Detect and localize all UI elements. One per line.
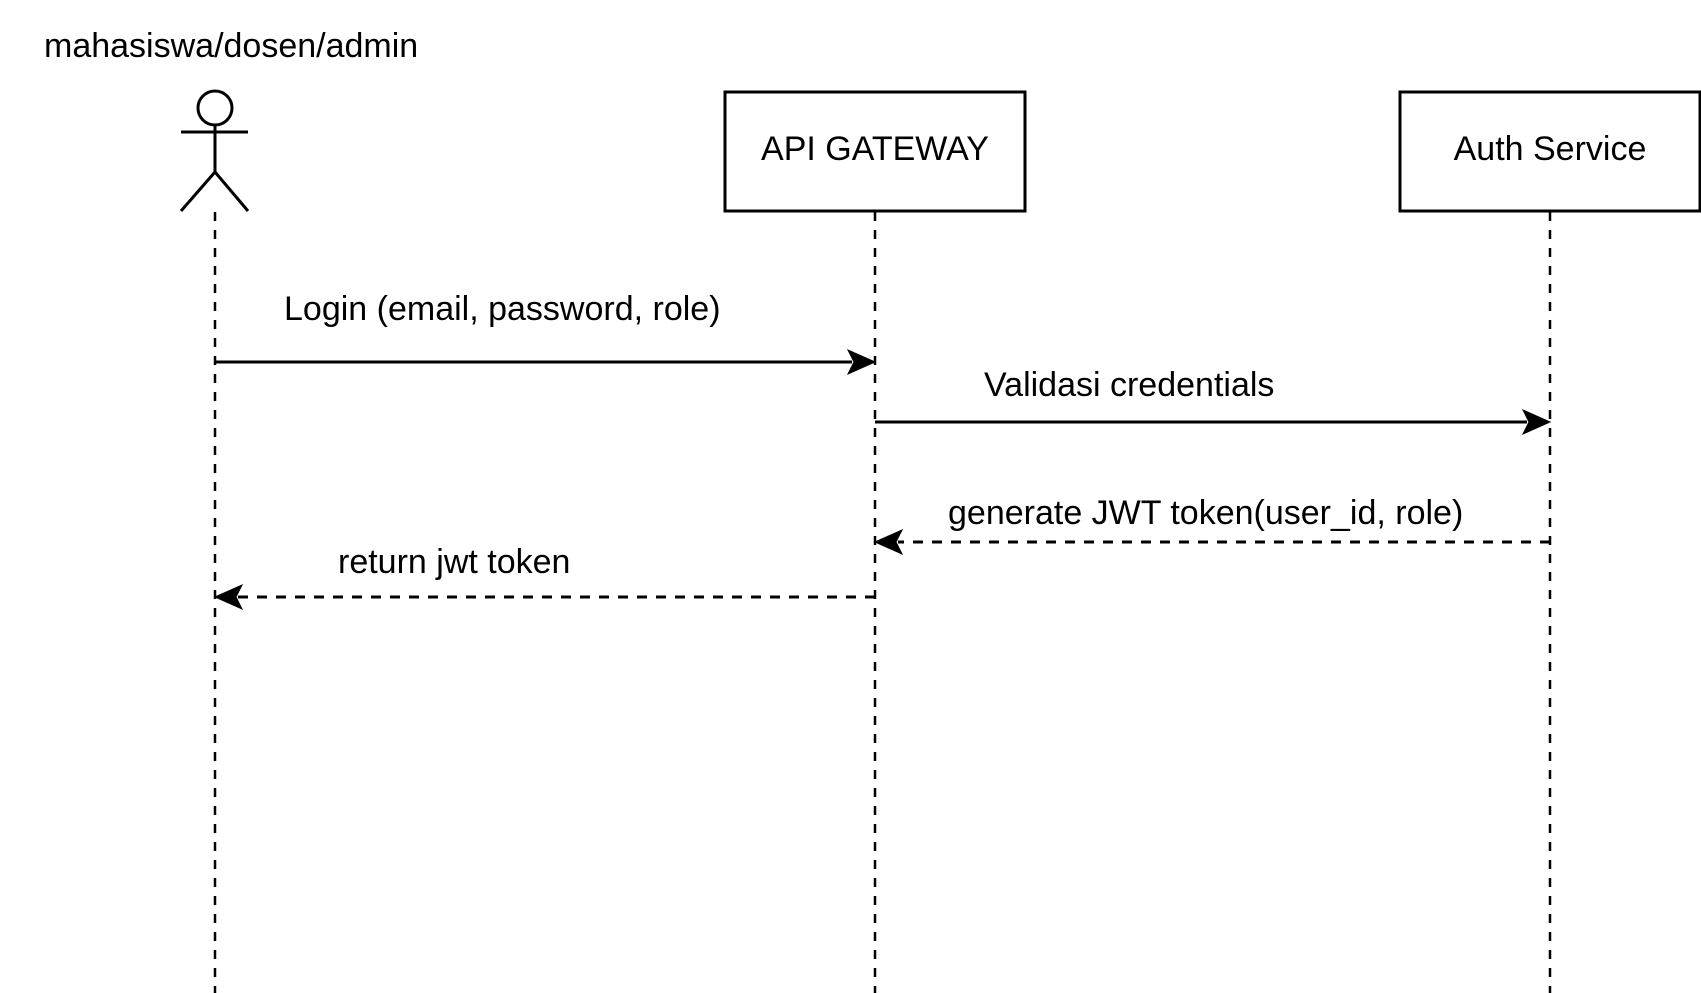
arrowhead-icon — [1521, 408, 1552, 436]
actor-label: mahasiswa/dosen/admin — [44, 27, 418, 65]
message-return-jwt-token: return jwt token — [213, 543, 875, 611]
message-label: generate JWT token(user_id, role) — [948, 494, 1463, 532]
message-login: Login (email, password, role) — [215, 290, 877, 376]
arrowhead-icon — [873, 528, 904, 556]
participant-label: API GATEWAY — [761, 130, 989, 168]
participant-box — [723, 90, 1027, 213]
message-label: Validasi credentials — [984, 366, 1274, 404]
arrowhead-icon — [213, 583, 244, 611]
message-label: return jwt token — [338, 543, 570, 581]
message-label: Login (email, password, role) — [284, 290, 721, 328]
participant-api-gateway: API GATEWAY — [723, 90, 1027, 213]
message-generate-jwt-token: generate JWT token(user_id, role) — [873, 494, 1550, 556]
actor-stick-figure-icon — [179, 89, 250, 212]
participant-auth-service: Auth Service — [1398, 90, 1701, 213]
participant-box — [1398, 90, 1701, 213]
arrowhead-icon — [846, 348, 877, 376]
message-validasi-credentials: Validasi credentials — [875, 366, 1552, 436]
participant-label: Auth Service — [1454, 130, 1647, 168]
